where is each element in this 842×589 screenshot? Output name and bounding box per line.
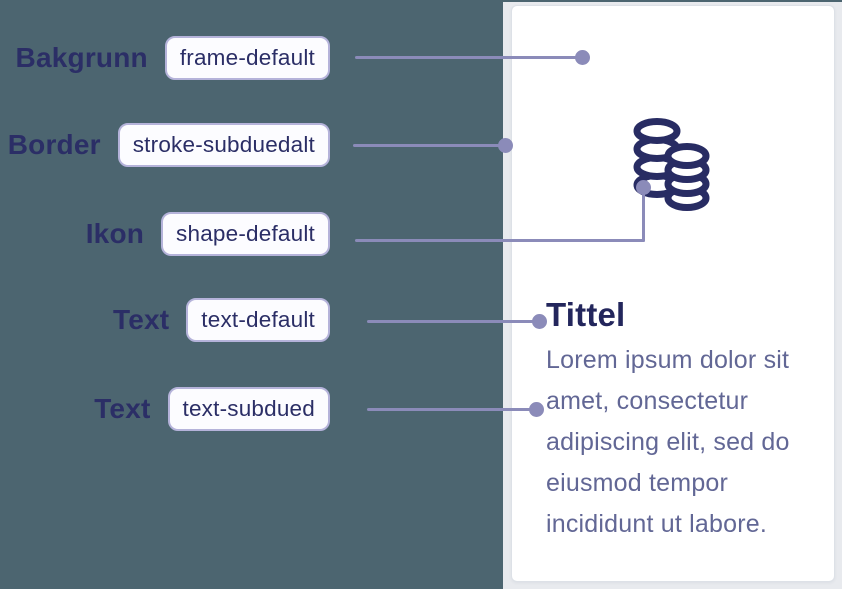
connector-line-border	[353, 143, 505, 147]
connector-dot-body	[528, 401, 544, 417]
annotation-label: Bakgrunn	[15, 42, 148, 73]
annotation-row-background: Bakgrunn frame-default	[16, 36, 330, 80]
card-body-text: Lorem ipsum dolor sit amet, consectetur …	[546, 340, 790, 545]
token-badge: text-subdued	[167, 387, 330, 431]
connector-dot-background	[574, 50, 590, 65]
annotation-row-body-text: Text text-subdued	[94, 387, 330, 431]
connector-line-icon-vertical	[641, 187, 645, 242]
token-badge: text-default	[186, 298, 330, 342]
connector-line-background	[355, 56, 582, 59]
annotation-row-border: Border stroke-subduedalt	[8, 123, 330, 167]
annotation-label: Text	[94, 393, 151, 424]
annotation-row-title-text: Text text-default	[113, 298, 330, 342]
annotation-label: Border	[7, 129, 101, 160]
preview-card	[511, 5, 835, 582]
connector-line-body	[367, 407, 536, 411]
annotation-label: Ikon	[85, 218, 145, 249]
card-body-line: eiusmod tempor	[546, 469, 729, 497]
connector-dot-icon	[635, 179, 651, 195]
card-body-line: adipiscing elit, sed do	[546, 428, 790, 456]
connector-dot-title	[531, 313, 547, 329]
token-badge: stroke-subduedalt	[117, 123, 330, 167]
card-body-line: Lorem ipsum dolor sit	[546, 346, 790, 374]
connector-dot-border	[497, 137, 513, 153]
annotation-label: Text	[112, 304, 170, 335]
card-body-line: amet, consectetur	[546, 387, 749, 415]
card-body-line: incididunt ut labore.	[546, 510, 768, 538]
connector-line-title	[367, 319, 539, 323]
coin-stack-icon	[633, 118, 710, 211]
card-title: Tittel	[546, 296, 626, 333]
connector-line-icon-horizontal	[355, 238, 645, 242]
token-badge: frame-default	[164, 36, 330, 80]
token-badge: shape-default	[161, 212, 330, 256]
annotation-row-icon: Ikon shape-default	[86, 212, 330, 256]
